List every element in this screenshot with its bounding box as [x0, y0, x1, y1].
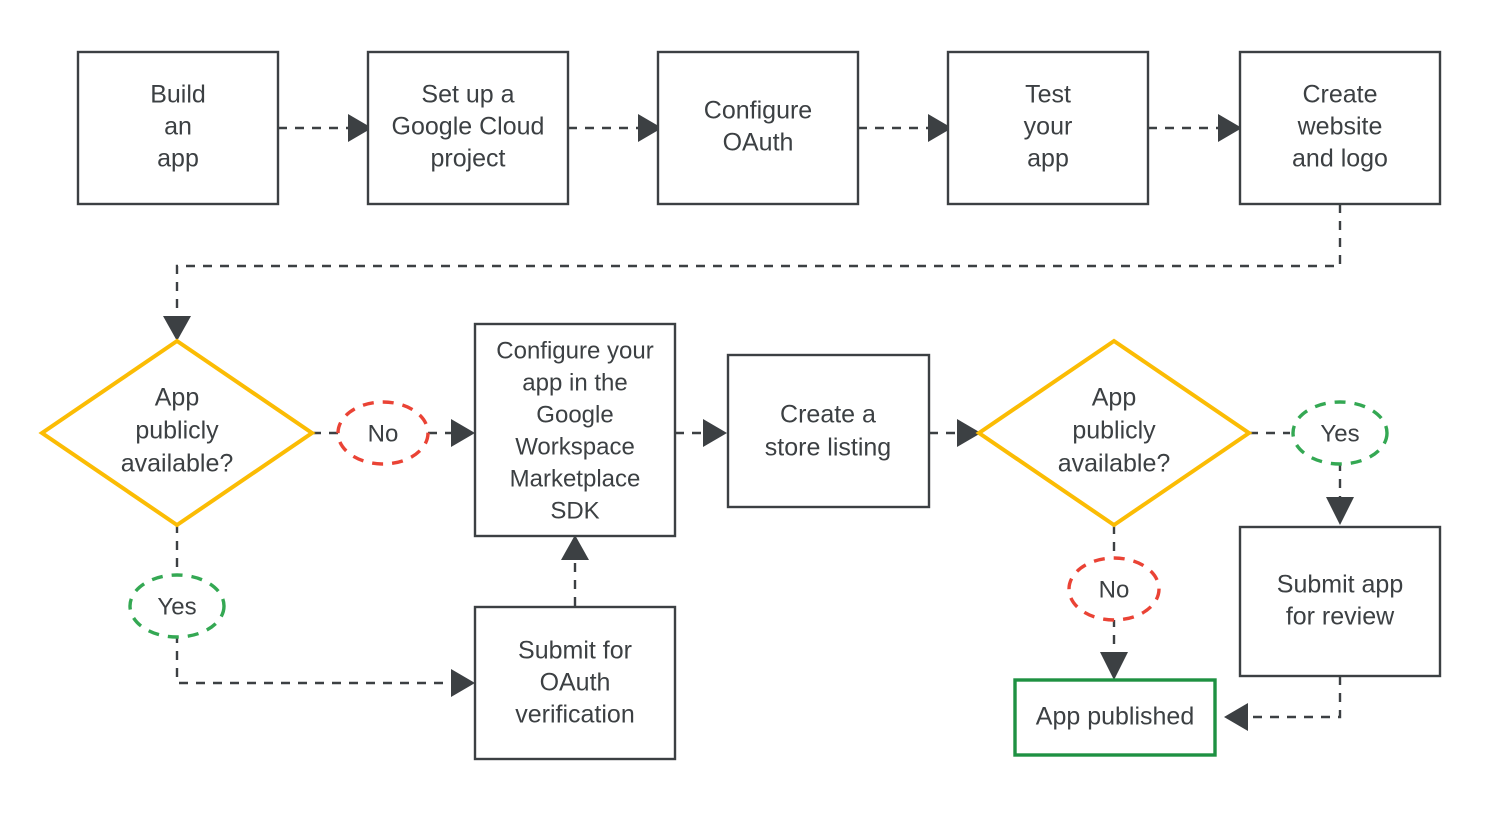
- edge-label-yes-2: Yes: [1291, 400, 1389, 466]
- node-create-website-logo-line-1: Create: [1302, 81, 1377, 109]
- node-submit-app-review-line-2: for review: [1286, 603, 1395, 631]
- node-submit-oauth-verification[interactable]: Submit for OAuth verification: [473, 605, 677, 761]
- node-configure-sdk-line-1: Configure your: [496, 337, 653, 364]
- node-decision-app-publicly-available-2[interactable]: App publicly available?: [975, 338, 1253, 528]
- node-configure-sdk-line-2: app in the: [522, 369, 627, 396]
- node-configure-oauth[interactable]: Configure OAuth: [656, 50, 860, 206]
- node-test-your-app-line-1: Test: [1025, 81, 1071, 109]
- edge-decision2-yes: [1249, 431, 1354, 525]
- edge-test-to-website: [1148, 114, 1242, 142]
- node-create-website-logo-line-2: website: [1297, 113, 1383, 141]
- node-configure-sdk-line-6: SDK: [550, 497, 599, 524]
- node-configure-sdk-line-3: Google: [536, 401, 613, 428]
- node-configure-sdk-line-4: Workspace: [515, 433, 635, 460]
- edge-label-no-1-text: No: [368, 420, 399, 447]
- node-set-up-project[interactable]: Set up a Google Cloud project: [366, 50, 570, 206]
- node-test-your-app[interactable]: Test your app: [946, 50, 1150, 206]
- node-decision-1-line-2: publicly: [135, 417, 219, 445]
- node-app-published[interactable]: App published: [1013, 678, 1217, 757]
- node-submit-app-review-line-1: Submit app: [1277, 571, 1403, 599]
- edge-setup-to-oauth: [568, 114, 662, 142]
- node-decision-1-line-3: available?: [121, 450, 234, 478]
- edge-decision1-yes: [175, 524, 475, 697]
- node-build-an-app-line-3: app: [157, 145, 199, 173]
- edge-configuresdk-to-storelisting: [675, 419, 727, 447]
- node-set-up-project-line-2: Google Cloud: [392, 113, 545, 141]
- node-decision-2-line-1: App: [1092, 384, 1136, 412]
- edge-label-yes-1: Yes: [128, 573, 226, 639]
- node-create-store-listing-line-2: store listing: [765, 434, 891, 462]
- node-submit-oauth-line-3: verification: [515, 701, 635, 729]
- node-submit-oauth-line-2: OAuth: [540, 669, 611, 697]
- edge-label-yes-2-text: Yes: [1320, 420, 1359, 447]
- node-create-website-logo-line-3: and logo: [1292, 145, 1388, 173]
- node-set-up-project-line-1: Set up a: [421, 81, 514, 109]
- edge-build-to-setup: [278, 114, 372, 142]
- node-configure-oauth-line-1: Configure: [704, 97, 812, 125]
- node-decision-2-line-3: available?: [1058, 450, 1171, 478]
- node-app-published-line-1: App published: [1036, 703, 1194, 731]
- edge-label-no-2: No: [1067, 556, 1161, 622]
- edge-website-to-decision1: [163, 204, 1342, 341]
- node-test-your-app-line-3: app: [1027, 145, 1069, 173]
- node-test-your-app-line-2: your: [1024, 113, 1073, 141]
- node-build-an-app[interactable]: Build an app: [76, 50, 280, 206]
- node-create-store-listing-line-1: Create a: [780, 401, 876, 429]
- node-build-an-app-line-1: Build: [150, 81, 206, 109]
- node-decision-2-line-2: publicly: [1072, 417, 1156, 445]
- edge-label-no-2-text: No: [1099, 576, 1130, 603]
- node-create-website-logo[interactable]: Create website and logo: [1238, 50, 1442, 206]
- edge-label-yes-1-text: Yes: [157, 593, 196, 620]
- node-decision-app-publicly-available-1[interactable]: App publicly available?: [38, 338, 316, 528]
- edge-decision2-no: [1100, 525, 1128, 680]
- edge-oauth-to-test: [858, 114, 952, 142]
- node-create-store-listing[interactable]: Create a store listing: [726, 353, 931, 509]
- edge-label-no-1: No: [336, 400, 430, 466]
- node-configure-sdk-line-5: Marketplace: [510, 465, 641, 492]
- node-build-an-app-line-2: an: [164, 113, 192, 141]
- edge-decision1-no: [312, 419, 475, 447]
- edge-storelisting-to-decision2: [929, 419, 981, 447]
- node-set-up-project-line-3: project: [430, 145, 505, 173]
- edge-submitreview-to-published: [1224, 676, 1342, 731]
- node-configure-sdk[interactable]: Configure your app in the Google Workspa…: [473, 322, 677, 538]
- node-decision-1-line-1: App: [155, 384, 199, 412]
- edge-submitoauth-to-configuresdk: [561, 535, 589, 606]
- node-submit-app-for-review[interactable]: Submit app for review: [1238, 525, 1442, 678]
- node-submit-oauth-line-1: Submit for: [518, 637, 632, 665]
- node-configure-oauth-line-2: OAuth: [723, 129, 794, 157]
